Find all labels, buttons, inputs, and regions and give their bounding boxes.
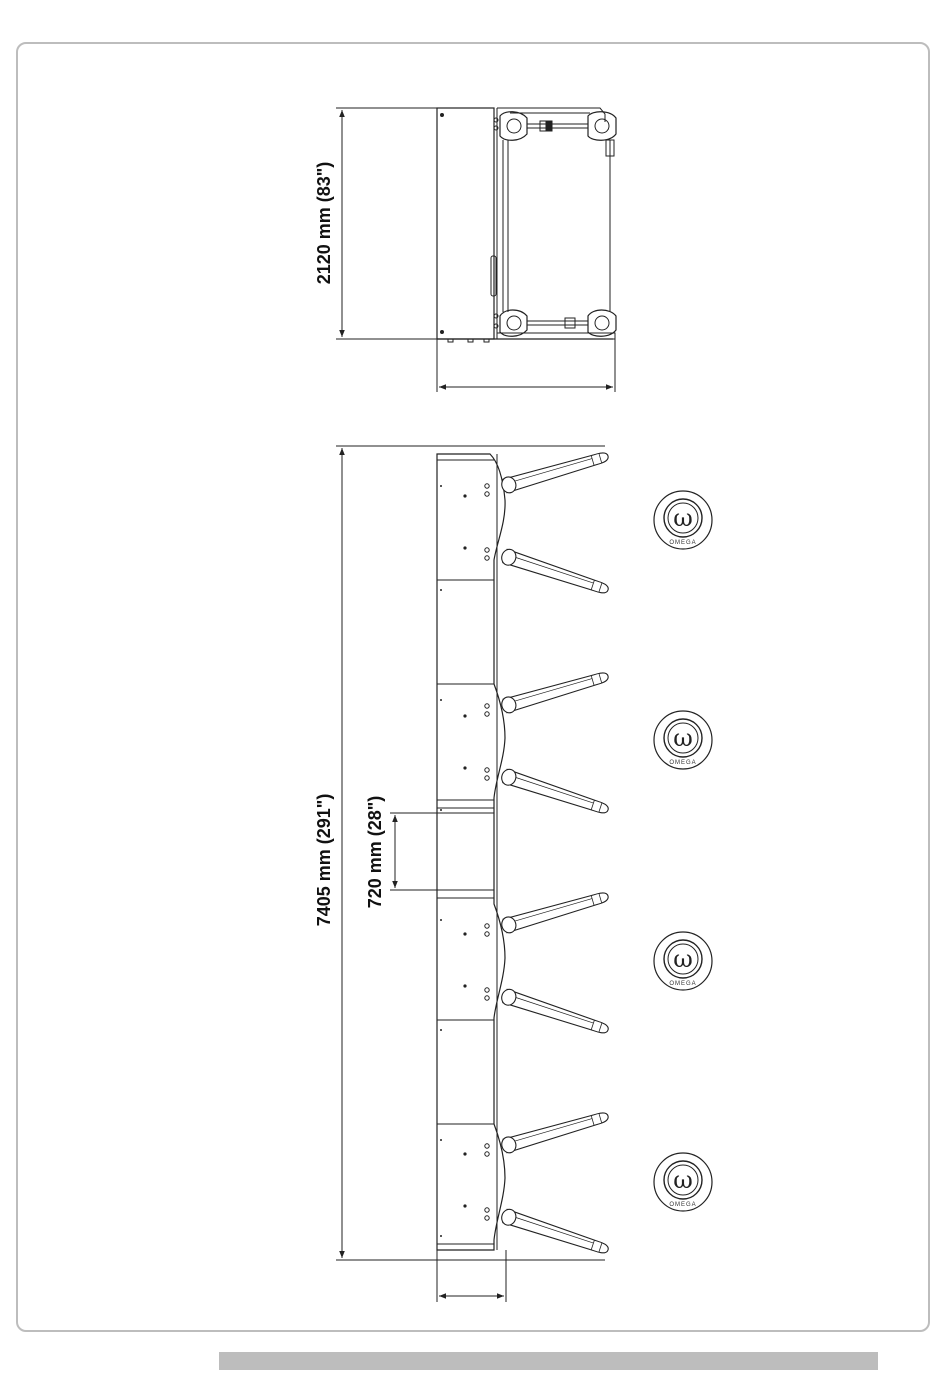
length-dimension-label: 7405 mm (291"): [314, 794, 334, 927]
omega-logo-text: OMEGA: [669, 1202, 696, 1208]
top-width-dimension: [437, 1250, 506, 1302]
top-view-bolts: [485, 484, 489, 1220]
side-view: [437, 108, 616, 342]
svg-text:ω: ω: [673, 945, 693, 973]
turnstile-arm: [500, 767, 611, 817]
omega-logo-text: OMEGA: [669, 981, 696, 987]
module-dimension: [390, 813, 494, 890]
svg-text:ω: ω: [673, 504, 693, 532]
turnstile-arms: [500, 448, 611, 1257]
module-dimension-label: 720 mm (28"): [365, 796, 385, 909]
svg-text:ω: ω: [673, 1166, 693, 1194]
turnstile-arm: [500, 1207, 611, 1257]
height-dimension: [336, 108, 437, 339]
turnstile-arm: [500, 448, 610, 494]
turnstile-arm: [500, 987, 611, 1037]
turnstile-arm: [500, 888, 610, 934]
turnstile-arm: [500, 547, 611, 597]
top-view: [437, 454, 505, 1250]
omega-logo-text: OMEGA: [669, 760, 696, 766]
turnstile-arm: [500, 668, 610, 714]
height-dimension-label: 2120 mm (83"): [314, 162, 334, 285]
footer-bar: [219, 1352, 878, 1370]
omega-logo-text: OMEGA: [669, 540, 696, 546]
side-width-dimension: [437, 339, 615, 392]
svg-text:ω: ω: [673, 724, 693, 752]
turnstile-arm: [500, 1108, 610, 1154]
